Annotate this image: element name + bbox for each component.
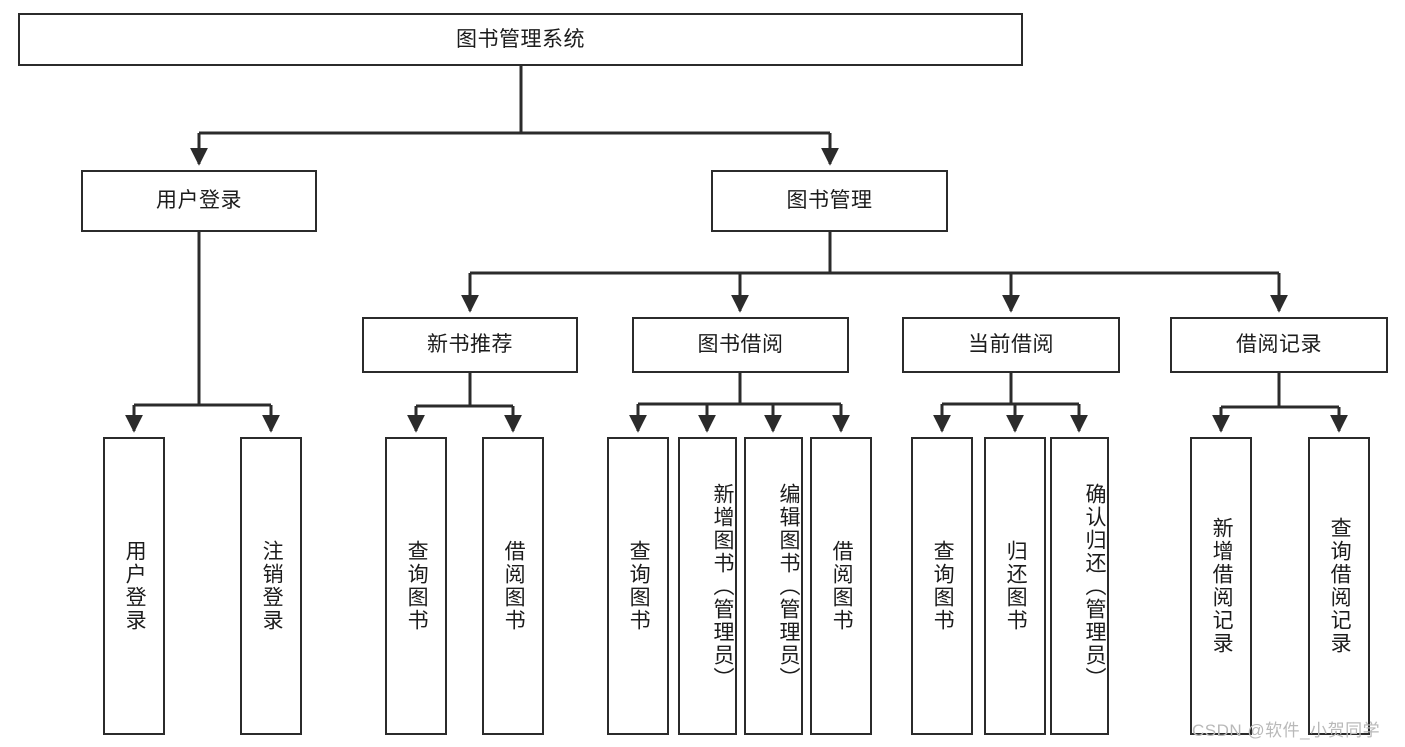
leaf-add-record[interactable]: 新增借阅记录 <box>1190 437 1252 735</box>
node-new-book-recommend-label: 新书推荐 <box>427 333 513 357</box>
node-book-borrow-label: 图书借阅 <box>697 333 784 357</box>
watermark: CSDN @软件_小贺同学 <box>1192 721 1381 740</box>
leaf-user-login-label: 用户登录 <box>123 540 147 632</box>
leaf-add-book-label: 新增图书（管理员） <box>711 482 734 690</box>
node-borrow-record[interactable]: 借阅记录 <box>1170 317 1388 373</box>
leaf-return-book[interactable]: 归还图书 <box>984 437 1046 735</box>
leaf-query-book-borrow-label: 查询图书 <box>627 540 651 632</box>
leaf-query-record-label: 查询借阅记录 <box>1328 517 1352 655</box>
node-current-borrow[interactable]: 当前借阅 <box>902 317 1120 373</box>
leaf-query-record[interactable]: 查询借阅记录 <box>1308 437 1370 735</box>
leaf-edit-book[interactable]: 编辑图书（管理员） <box>744 437 803 735</box>
node-current-borrow-label: 当前借阅 <box>968 333 1054 357</box>
leaf-query-book-rec[interactable]: 查询图书 <box>385 437 447 735</box>
node-book-manage-label: 图书管理 <box>786 189 873 213</box>
leaf-borrow-book-label: 借阅图书 <box>830 540 854 632</box>
leaf-query-book-rec-label: 查询图书 <box>405 540 429 632</box>
leaf-add-book[interactable]: 新增图书（管理员） <box>678 437 737 735</box>
node-new-book-recommend[interactable]: 新书推荐 <box>362 317 578 373</box>
node-user-login-label: 用户登录 <box>156 189 242 213</box>
node-book-borrow[interactable]: 图书借阅 <box>632 317 849 373</box>
leaf-query-book-borrow[interactable]: 查询图书 <box>607 437 669 735</box>
node-book-manage[interactable]: 图书管理 <box>711 170 948 232</box>
node-borrow-record-label: 借阅记录 <box>1236 333 1322 357</box>
leaf-query-book-current-label: 查询图书 <box>931 540 955 632</box>
leaf-confirm-return-label: 确认归还（管理员） <box>1083 482 1106 690</box>
leaf-return-book-label: 归还图书 <box>1004 540 1028 632</box>
leaf-borrow-book-rec[interactable]: 借阅图书 <box>482 437 544 735</box>
leaf-logout-label: 注销登录 <box>260 540 284 632</box>
leaf-user-login[interactable]: 用户登录 <box>103 437 165 735</box>
node-root[interactable]: 图书管理系统 <box>18 13 1023 66</box>
leaf-edit-book-label: 编辑图书（管理员） <box>777 482 800 690</box>
leaf-borrow-book[interactable]: 借阅图书 <box>810 437 872 735</box>
leaf-query-book-current[interactable]: 查询图书 <box>911 437 973 735</box>
leaf-add-record-label: 新增借阅记录 <box>1210 517 1234 655</box>
leaf-borrow-book-rec-label: 借阅图书 <box>502 540 526 632</box>
node-user-login[interactable]: 用户登录 <box>81 170 317 232</box>
leaf-logout[interactable]: 注销登录 <box>240 437 302 735</box>
leaf-confirm-return[interactable]: 确认归还（管理员） <box>1050 437 1109 735</box>
node-root-label: 图书管理系统 <box>456 27 585 51</box>
